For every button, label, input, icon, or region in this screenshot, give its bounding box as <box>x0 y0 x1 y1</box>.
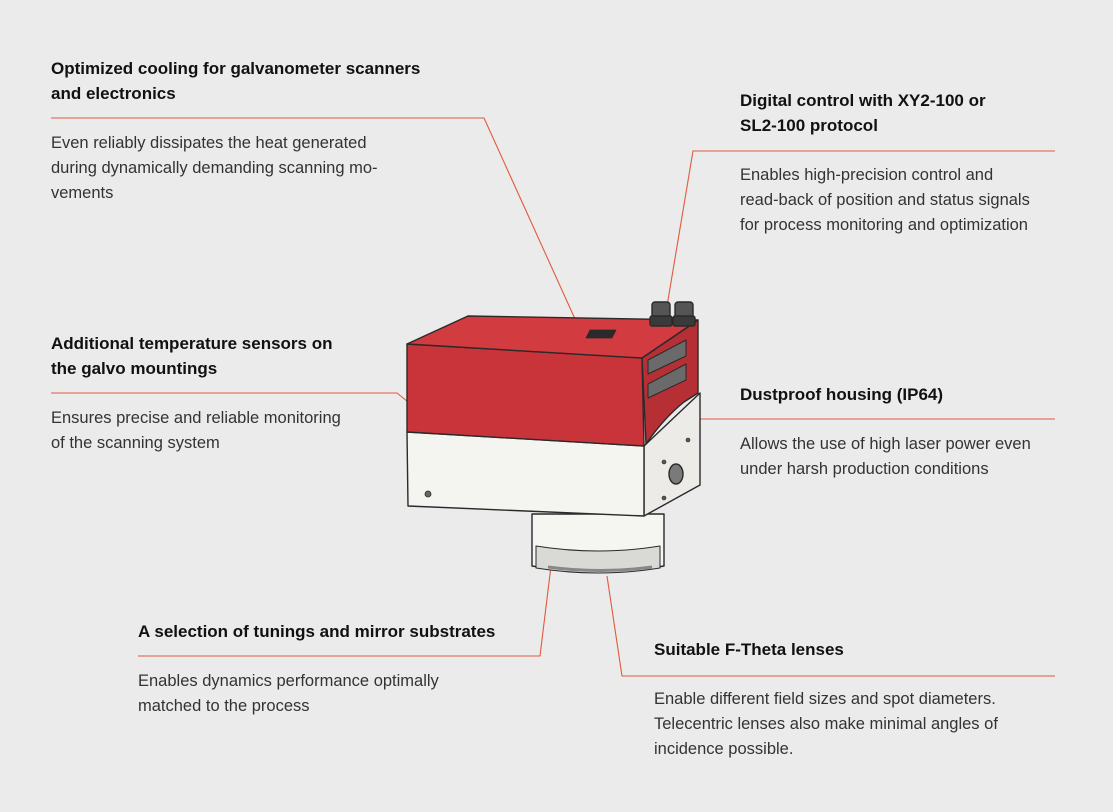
feature-digital-control-title: Digital control with XY2-100 or SL2-100 … <box>740 91 986 135</box>
leader-line-f-theta <box>606 575 1055 677</box>
feature-digital-control-text: Enables high-precision control and read-… <box>740 166 1030 234</box>
feature-f-theta: Suitable F-Theta lenses Enable different… <box>654 637 1074 762</box>
feature-dustproof-title: Dustproof housing (IP64) <box>740 385 944 404</box>
feature-f-theta-title: Suitable F-Theta lenses <box>654 640 844 659</box>
feature-temperature-sensors-title: Additional temperature sensors on the ga… <box>51 334 333 378</box>
feature-f-theta-text: Enable different field sizes and spot di… <box>654 690 998 758</box>
housing-top <box>406 315 699 359</box>
feature-cooling-title: Optimized cooling for galvanometer scann… <box>51 59 421 103</box>
feature-tunings-text: Enables dynamics performance optimally m… <box>138 672 439 715</box>
feature-cooling: Optimized cooling for galvanometer scann… <box>51 56 471 206</box>
housing-front-upper <box>406 343 645 447</box>
feature-temperature-sensors: Additional temperature sensors on the ga… <box>51 331 411 456</box>
feature-temperature-sensors-text: Ensures precise and reliable monitoring … <box>51 409 341 452</box>
leader-line-tunings <box>138 565 552 657</box>
connector-ports <box>649 301 696 327</box>
leader-line-cooling <box>51 117 581 331</box>
feature-dustproof: Dustproof housing (IP64) Allows the use … <box>740 382 1080 482</box>
feature-tunings-title: A selection of tunings and mirror substr… <box>138 622 496 641</box>
leader-line-digital-control <box>664 150 1055 319</box>
leader-lines <box>51 117 1055 677</box>
lens-band <box>535 545 661 574</box>
feature-tunings: A selection of tunings and mirror substr… <box>138 619 558 719</box>
feature-dustproof-text: Allows the use of high laser power even … <box>740 435 1031 478</box>
feature-cooling-text: Even reliably dissipates the heat genera… <box>51 134 378 202</box>
feature-digital-control: Digital control with XY2-100 or SL2-100 … <box>740 88 1080 238</box>
scan-head-illustration <box>406 301 701 574</box>
